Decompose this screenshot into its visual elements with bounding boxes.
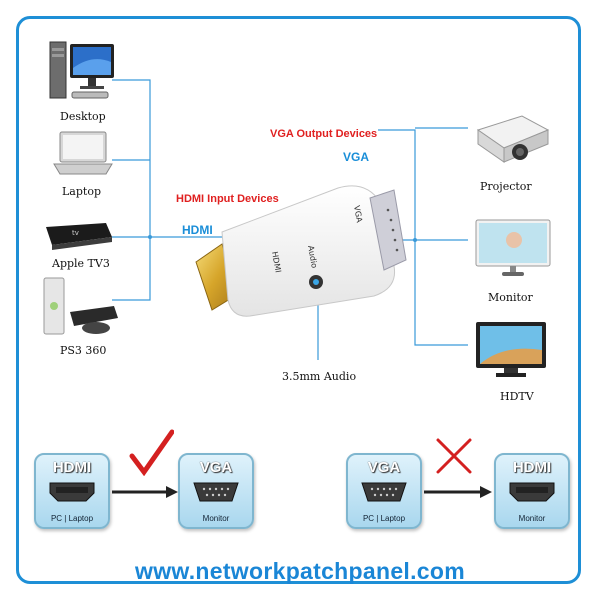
rule-bad-target-subtitle: Monitor (518, 514, 546, 523)
input-device-label-desktop: Desktop (60, 110, 106, 123)
vga-output-heading: VGA Output Devices (270, 128, 378, 140)
rule-bad-target-title: HDMI (512, 459, 552, 476)
input-device-label-ps3-360: PS3 360 (60, 344, 107, 357)
rule-ok-target-subtitle: Monitor (202, 514, 230, 523)
rule-ok-target-badge: VGA Monitor (178, 453, 254, 529)
adapter-audio-text: Audio (306, 245, 319, 269)
apple-tv-icon: tv (46, 223, 112, 250)
hdmi-port-icon (509, 482, 555, 502)
adapter-hdmi-text: HDMI (270, 251, 283, 274)
vga-port-icon (361, 482, 407, 502)
vga-port-label: VGA (343, 150, 370, 164)
input-device-label-apple-tv3: Apple TV3 (52, 257, 110, 270)
rule-ok-source-badge: HDMI PC | Laptop (34, 453, 110, 529)
game-console-icon (43, 277, 118, 335)
monitor-icon (475, 219, 551, 276)
rule-ok-source-subtitle: PC | Laptop (50, 514, 94, 523)
adapter-vga-text: VGA (352, 205, 364, 224)
hdmi-port-label: HDMI (182, 223, 213, 237)
rule-bad-arrow (424, 486, 492, 498)
rule-bad-source-subtitle: PC | Laptop (362, 514, 406, 523)
hdmi-input-heading: HDMI Input Devices (176, 193, 279, 205)
rule-bad-source-badge: VGA PC | Laptop (346, 453, 422, 529)
desktop-icon (49, 41, 114, 99)
rule-bad-source-title: VGA (367, 459, 401, 476)
rule-bad-target-badge: HDMI Monitor (494, 453, 570, 529)
output-device-label-projector: Projector (480, 180, 532, 193)
hdtv-icon (476, 322, 546, 377)
audio-port-label: 3.5mm Audio (282, 370, 357, 383)
vga-port-icon (193, 482, 239, 502)
rule-ok-arrow (112, 486, 178, 498)
hdmi-vga-adapter-icon: HDMI VGA Audio (195, 185, 407, 317)
input-device-label-laptop: Laptop (62, 185, 101, 198)
footer-url: www.networkpatchpanel.com (135, 558, 465, 584)
laptop-icon (53, 131, 113, 175)
svg-text:tv: tv (72, 229, 79, 237)
cross-icon (436, 438, 472, 474)
rule-ok-target-title: VGA (199, 459, 233, 476)
rule-ok-source-title: HDMI (52, 459, 92, 476)
projector-icon (476, 115, 550, 163)
output-device-label-monitor: Monitor (488, 291, 533, 304)
outer-frame (16, 16, 581, 584)
output-device-label-hdtv: HDTV (500, 390, 534, 403)
check-icon (129, 429, 174, 476)
hdmi-port-icon (49, 482, 95, 502)
